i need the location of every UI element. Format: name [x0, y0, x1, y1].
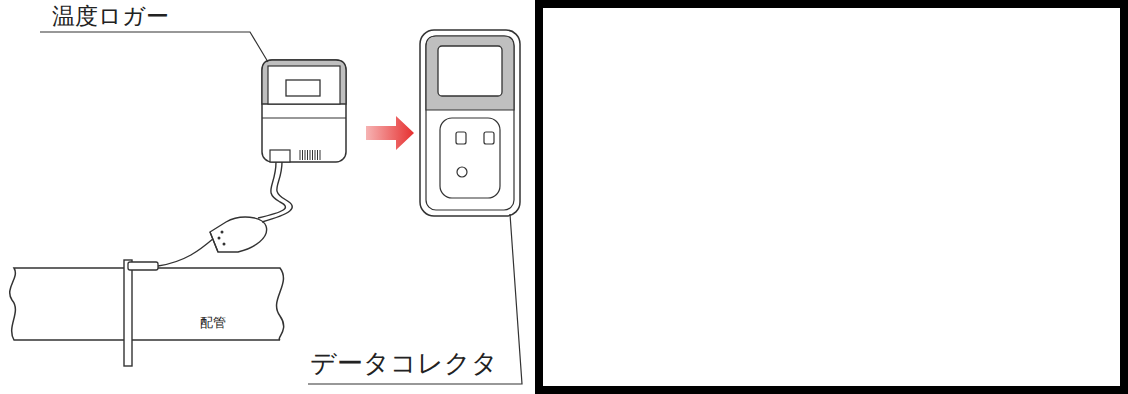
- temperature-logger: [262, 60, 346, 162]
- part-label: 配管: [200, 316, 226, 330]
- sensor-connector: [210, 217, 267, 252]
- part-label: 温度ロガー: [52, 4, 169, 29]
- probe-cable: [158, 238, 214, 266]
- leader-line: [308, 214, 522, 384]
- transfer-arrow: [366, 116, 414, 150]
- data-collector: [420, 30, 520, 216]
- vent-grill: [300, 150, 320, 160]
- logger-cable: [258, 162, 285, 218]
- part-label: データコレクタ: [310, 350, 498, 379]
- leader-line: [40, 32, 268, 62]
- blank-panel: [535, 0, 1128, 394]
- sensor-probe: [128, 262, 158, 270]
- pipe: [10, 268, 284, 340]
- clamp-band: [124, 260, 132, 366]
